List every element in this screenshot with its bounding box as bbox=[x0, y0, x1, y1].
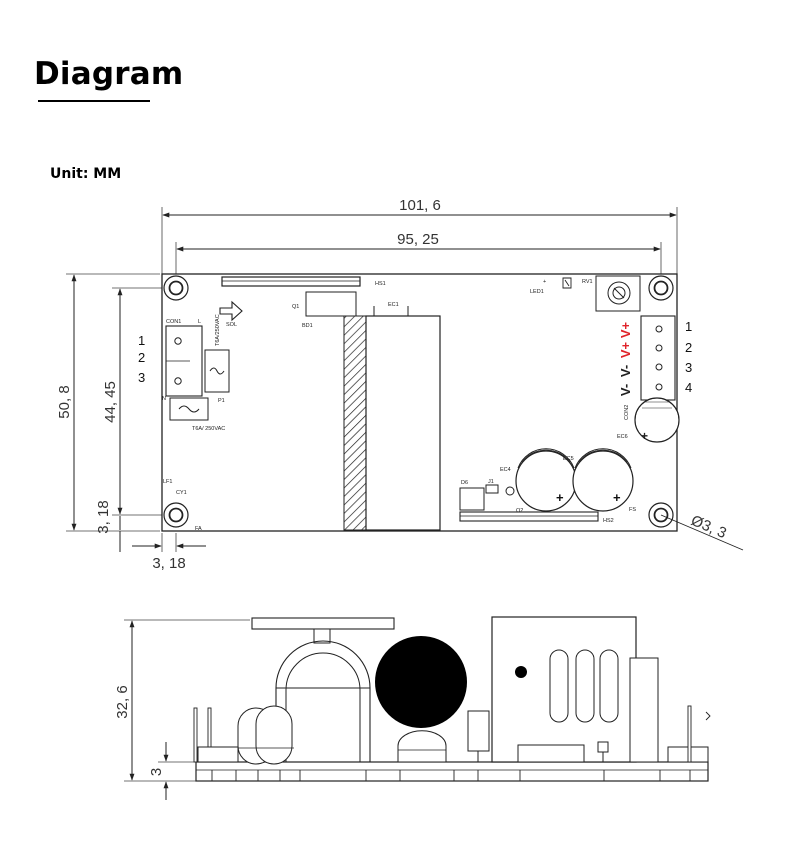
label-plus-led: + bbox=[543, 279, 546, 285]
label-led1: LED1 bbox=[530, 289, 544, 295]
label-fuse-vertical: T6A/250VAC bbox=[215, 314, 221, 346]
side-bulk-capacitor bbox=[375, 636, 467, 728]
label-hs1: HS1 bbox=[375, 281, 386, 287]
dim-hole-diameter: Ø3, 3 bbox=[688, 512, 728, 542]
diode-d6 bbox=[459, 487, 485, 511]
page-title: Diagram bbox=[34, 56, 184, 92]
dim-hole-height: 44, 45 bbox=[102, 381, 119, 423]
led-icon bbox=[562, 277, 572, 289]
label-j1: J1 bbox=[488, 479, 494, 485]
label-cy1: CY1 bbox=[176, 490, 187, 496]
output-connector-con2 bbox=[640, 315, 676, 401]
solder-arrow-icon bbox=[219, 300, 243, 322]
dim-side-height: 32, 6 bbox=[114, 685, 131, 718]
side-small-part bbox=[467, 710, 490, 752]
transistor-q1 bbox=[305, 291, 357, 317]
dim-board-thickness: 3 bbox=[148, 768, 165, 776]
label-p1: P1 bbox=[218, 398, 225, 404]
output-signal-3: V+ bbox=[618, 341, 633, 358]
mounting-holes bbox=[163, 275, 674, 528]
label-d6: D6 bbox=[461, 480, 468, 486]
side-view: 32, 6 3 bbox=[114, 616, 711, 800]
dim-hole-width: 95, 25 bbox=[397, 231, 439, 248]
bulk-capacitor-ec1 bbox=[365, 315, 441, 531]
side-dome bbox=[397, 730, 447, 763]
label-con1: CON1 bbox=[166, 319, 181, 325]
label-rv1: RV1 bbox=[582, 279, 593, 285]
label-con2: CON2 bbox=[624, 405, 630, 420]
potentiometer-rv1 bbox=[595, 275, 641, 312]
output-signal-4: V+ bbox=[618, 321, 633, 338]
label-ec6-plus: + bbox=[641, 429, 648, 443]
side-input-terminal bbox=[197, 746, 239, 763]
dim-hole-offset-x: 3, 18 bbox=[152, 555, 185, 572]
label-ec6: EC6 bbox=[617, 434, 628, 440]
label-bd1: BD1 bbox=[302, 323, 313, 329]
label-sol: SOL bbox=[226, 322, 237, 328]
jumper-j1 bbox=[485, 484, 499, 494]
label-ec5: EC5 bbox=[563, 456, 574, 462]
label-line: L bbox=[198, 319, 201, 325]
label-fa: FA bbox=[195, 526, 202, 532]
dim-overall-width: 101, 6 bbox=[399, 197, 441, 214]
label-ec5-plus-1: + bbox=[556, 490, 564, 505]
input-pin-3: 3 bbox=[138, 370, 145, 385]
label-q1: Q1 bbox=[292, 304, 299, 310]
label-hs2: HS2 bbox=[603, 518, 614, 524]
solder-pins bbox=[211, 770, 691, 781]
output-pin-1: 1 bbox=[685, 319, 692, 334]
heatsink-hs2 bbox=[459, 511, 599, 522]
heatsink-hs1 bbox=[221, 276, 361, 287]
title-underline bbox=[38, 100, 150, 102]
label-neutral: N bbox=[162, 396, 166, 402]
dim-hole-offset-y: 3, 18 bbox=[95, 500, 112, 533]
dim-overall-height: 50, 8 bbox=[56, 385, 73, 418]
input-pin-2: 2 bbox=[138, 350, 145, 365]
output-pin-4: 4 bbox=[685, 380, 692, 395]
label-lf1: LF1 bbox=[163, 479, 172, 485]
label-ec4: EC4 bbox=[500, 467, 511, 473]
label-q2: Q2 bbox=[516, 508, 523, 514]
top-view: 101, 6 95, 25 50, 8 44, 45 3, 18 3, 18 bbox=[56, 197, 744, 572]
label-ec5-plus-2: + bbox=[613, 490, 621, 505]
input-pin-1: 1 bbox=[138, 333, 145, 348]
output-pin-2: 2 bbox=[685, 340, 692, 355]
label-fs: FS bbox=[629, 507, 636, 513]
transformer-hatched bbox=[343, 315, 367, 531]
output-pin-3: 3 bbox=[685, 360, 692, 375]
label-ec1: EC1 bbox=[388, 302, 399, 308]
side-arch bbox=[275, 640, 371, 762]
output-signal-1: V- bbox=[618, 384, 633, 396]
input-connector-con1 bbox=[165, 325, 230, 421]
label-fuse: T6A/ 250VAC bbox=[192, 426, 225, 432]
side-pcb bbox=[195, 761, 709, 782]
side-heatsink-top bbox=[251, 617, 395, 630]
capacitors-ec5 bbox=[515, 448, 634, 512]
unit-label: Unit: MM bbox=[50, 166, 122, 182]
output-signal-2: V- bbox=[618, 365, 633, 377]
